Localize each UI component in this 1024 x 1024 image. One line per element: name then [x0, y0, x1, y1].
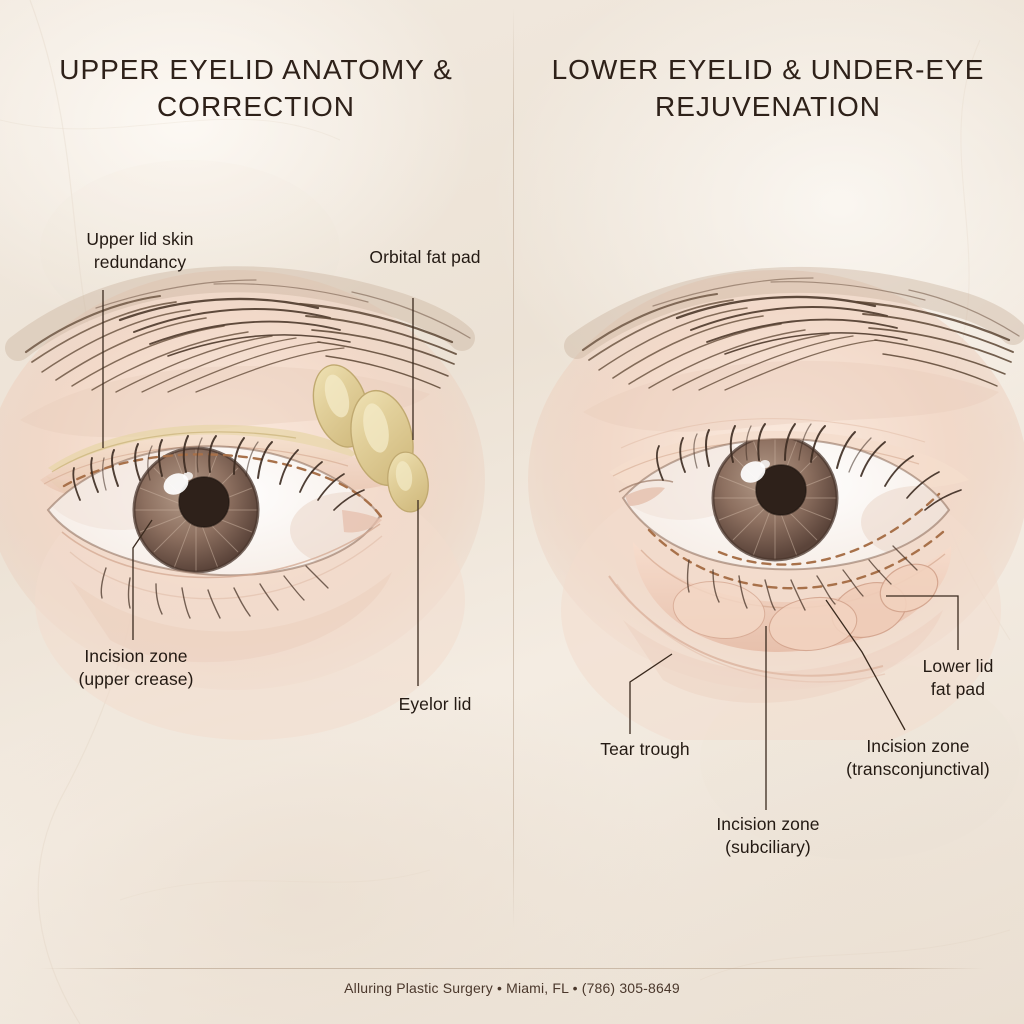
upper-lashes — [656, 423, 962, 511]
label-incision-zone-transconjunctival: Incision zone (transconjunctival) — [846, 736, 990, 780]
leader-lowerlid-fat — [886, 595, 959, 650]
upper-eyelid-illustration — [0, 266, 485, 740]
label-orbital-fat-pad: Orbital fat pad — [369, 247, 481, 267]
leader-incision-trans — [825, 599, 906, 731]
lower-lashes — [100, 565, 329, 619]
leader-incision-crease — [132, 519, 153, 640]
label-incision-zone-upper-crease: Incision zone (upper crease) — [78, 646, 194, 690]
subciliary-incision-line — [647, 528, 945, 590]
footer-practice-info: Alluring Plastic Surgery • Miami, FL • (… — [344, 980, 680, 996]
lower-lid-fat-pads — [633, 542, 952, 652]
panel-divider — [513, 8, 514, 928]
leader-tear-trough — [629, 653, 673, 734]
label-upper-lid-skin-redundancy: Upper lid skin redundancy — [86, 229, 194, 273]
lower-eyelid-illustration — [528, 266, 1024, 740]
label-incision-zone-subciliary: Incision zone (subciliary) — [716, 814, 820, 858]
transconjunctival-incision-line — [717, 492, 941, 566]
upper-lashes — [72, 435, 365, 511]
label-lower-lid-fat-pad: Lower lid fat pad — [922, 656, 994, 700]
upper-crease-incision-line — [62, 453, 384, 520]
label-tear-trough: Tear trough — [600, 739, 690, 759]
footer-divider — [40, 968, 984, 969]
label-eyelor-lid: Eyelor lid — [398, 694, 472, 714]
lower-lashes — [686, 545, 918, 611]
eyebrow — [5, 266, 475, 393]
eyebrow — [564, 266, 1024, 391]
right-panel-title: LOWER EYELID & UNDER-EYE REJUVENATION — [551, 54, 985, 122]
left-panel-title: UPPER EYELID ANATOMY & CORRECTION — [59, 54, 453, 122]
orbital-fat-pads — [312, 364, 429, 513]
